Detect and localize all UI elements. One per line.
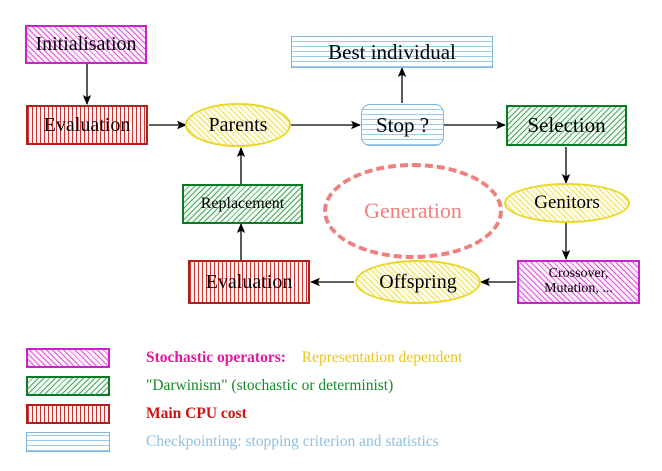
node-stop-label: Stop ? <box>375 112 430 137</box>
node-evaluation-bottom-label: Evaluation <box>205 270 293 293</box>
legend-label-main-cpu-cost: Main CPU cost <box>146 405 247 422</box>
node-replacement[interactable]: Replacement <box>182 184 303 224</box>
legend-row: Checkpointing: stopping criterion and st… <box>26 429 439 455</box>
legend-swatch-darwinism <box>26 376 110 396</box>
node-parents[interactable]: Parents <box>185 103 291 147</box>
node-selection[interactable]: Selection <box>506 105 627 146</box>
node-generation-label: Generation <box>364 198 462 223</box>
node-evaluation-top[interactable]: Evaluation <box>26 105 148 145</box>
legend-label-representation-dependent: Representation dependent <box>301 349 463 366</box>
legend-swatch-stochastic-operators <box>26 348 110 368</box>
node-best-individual-label: Best individual <box>328 39 456 64</box>
legend-swatch-main-cpu-cost <box>26 404 110 424</box>
node-replacement-label: Replacement <box>200 194 285 212</box>
legend-row: Stochastic operators: Representation dep… <box>26 345 462 371</box>
node-offspring[interactable]: Offspring <box>355 260 481 304</box>
node-crossover-label-line1: Crossover, <box>548 266 609 282</box>
legend-swatch-checkpointing <box>26 432 110 452</box>
legend-row: "Darwinism" (stochastic or determinist) <box>26 373 393 399</box>
node-genitors[interactable]: Genitors <box>504 183 630 223</box>
legend-row: Main CPU cost <box>26 401 247 427</box>
node-offspring-label: Offspring <box>379 270 457 293</box>
legend-label-checkpointing: Checkpointing: stopping criterion and st… <box>146 433 439 450</box>
node-selection-label: Selection <box>527 113 606 138</box>
node-best-individual[interactable]: Best individual <box>291 36 493 68</box>
node-crossover-label-line2: Mutation, ... <box>544 281 613 296</box>
legend-label-darwinism: "Darwinism" (stochastic or determinist) <box>146 377 394 394</box>
node-initialisation[interactable]: Initialisation <box>25 25 147 64</box>
node-parents-label: Parents <box>208 113 268 136</box>
legend: Stochastic operators: Representation dep… <box>0 340 662 460</box>
node-evaluation-top-label: Evaluation <box>43 113 131 136</box>
node-crossover-mutation[interactable]: Crossover, Mutation, ... <box>517 260 640 304</box>
legend-label-stochastic-operators: Stochastic operators: Representation dep… <box>146 349 462 367</box>
node-stop[interactable]: Stop ? <box>361 104 444 146</box>
legend-label-stochastic-operators-text: Stochastic operators: <box>146 349 286 366</box>
node-generation: Generation <box>323 163 503 259</box>
node-initialisation-label: Initialisation <box>35 33 137 55</box>
node-genitors-label: Genitors <box>534 192 600 214</box>
node-evaluation-bottom[interactable]: Evaluation <box>188 260 310 304</box>
